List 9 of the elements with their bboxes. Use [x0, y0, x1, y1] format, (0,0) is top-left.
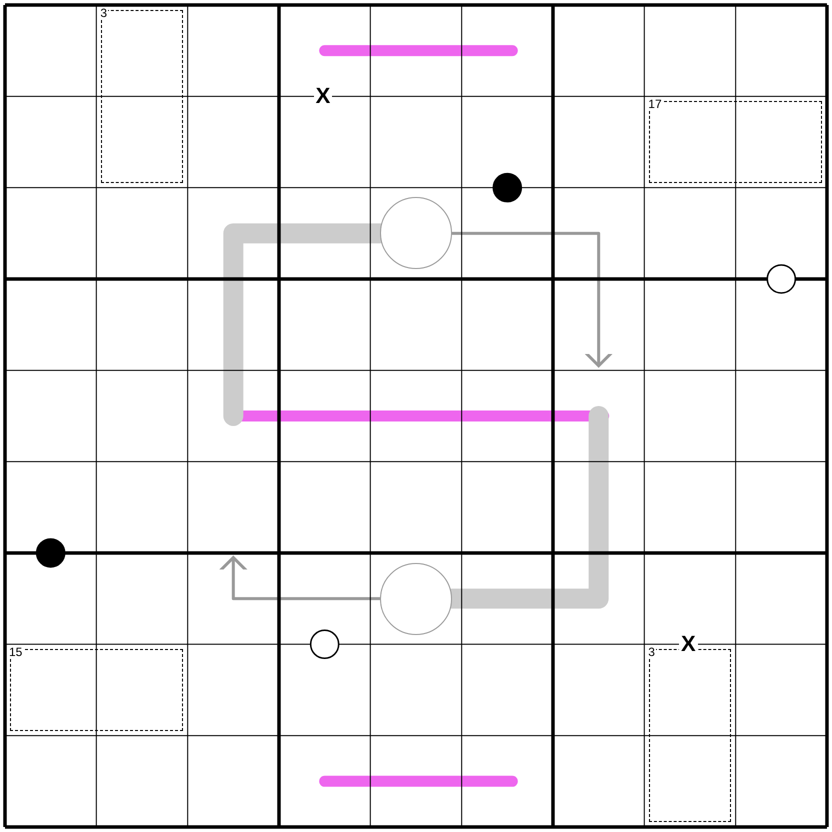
arrow [452, 232, 616, 368]
killer-cage [10, 649, 183, 731]
killer-cage [649, 101, 822, 183]
arrow [216, 556, 380, 600]
cage-sum: 17 [647, 98, 663, 112]
cage-sum: 15 [8, 646, 24, 660]
cage-sum: 3 [99, 7, 108, 20]
killer-cage [101, 10, 183, 183]
cage-sum: 3 [647, 646, 656, 660]
